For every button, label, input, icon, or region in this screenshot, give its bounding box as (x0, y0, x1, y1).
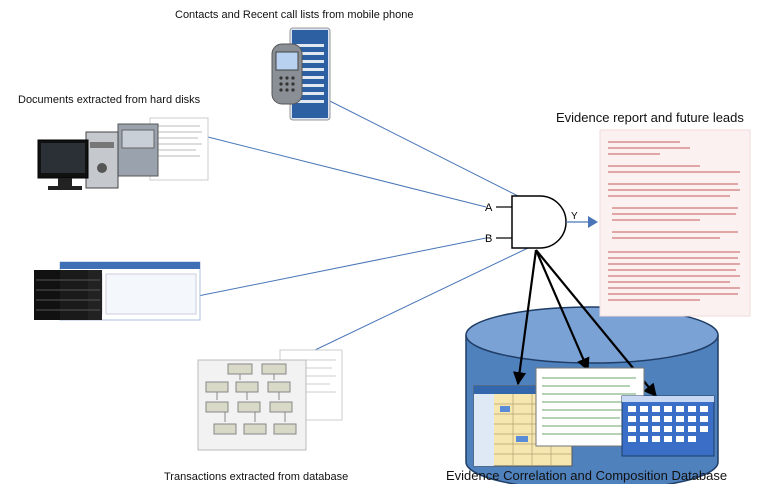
report-label: Evidence report and future leads (556, 110, 744, 125)
connector-mobile (307, 89, 527, 201)
connector-lines (187, 89, 529, 363)
gate-input-b: B (485, 233, 492, 245)
gate-input-a: A (485, 202, 493, 214)
database-diagram-icon (197, 349, 343, 451)
connector-documents (199, 134, 487, 208)
connector-transactions (289, 247, 529, 363)
gate-output-y: Y (571, 211, 578, 222)
database-label: Evidence Correlation and Composition Dat… (446, 468, 728, 483)
and-gate (496, 195, 598, 249)
mobile-label: Contacts and Recent call lists from mobi… (175, 9, 414, 21)
server-rack-icon (34, 261, 201, 321)
computer-and-hard-disks-icon (37, 117, 209, 190)
document-icon (599, 129, 751, 317)
documents-label: Documents extracted from hard disks (18, 94, 201, 106)
transactions-label: Transactions extracted from database (164, 471, 349, 483)
arrow-to-report (534, 249, 590, 372)
calendar-icon (621, 395, 715, 457)
mobile-phone-icon (271, 27, 331, 121)
connector-servers (187, 237, 487, 299)
arrow-to-schedule (513, 249, 538, 386)
